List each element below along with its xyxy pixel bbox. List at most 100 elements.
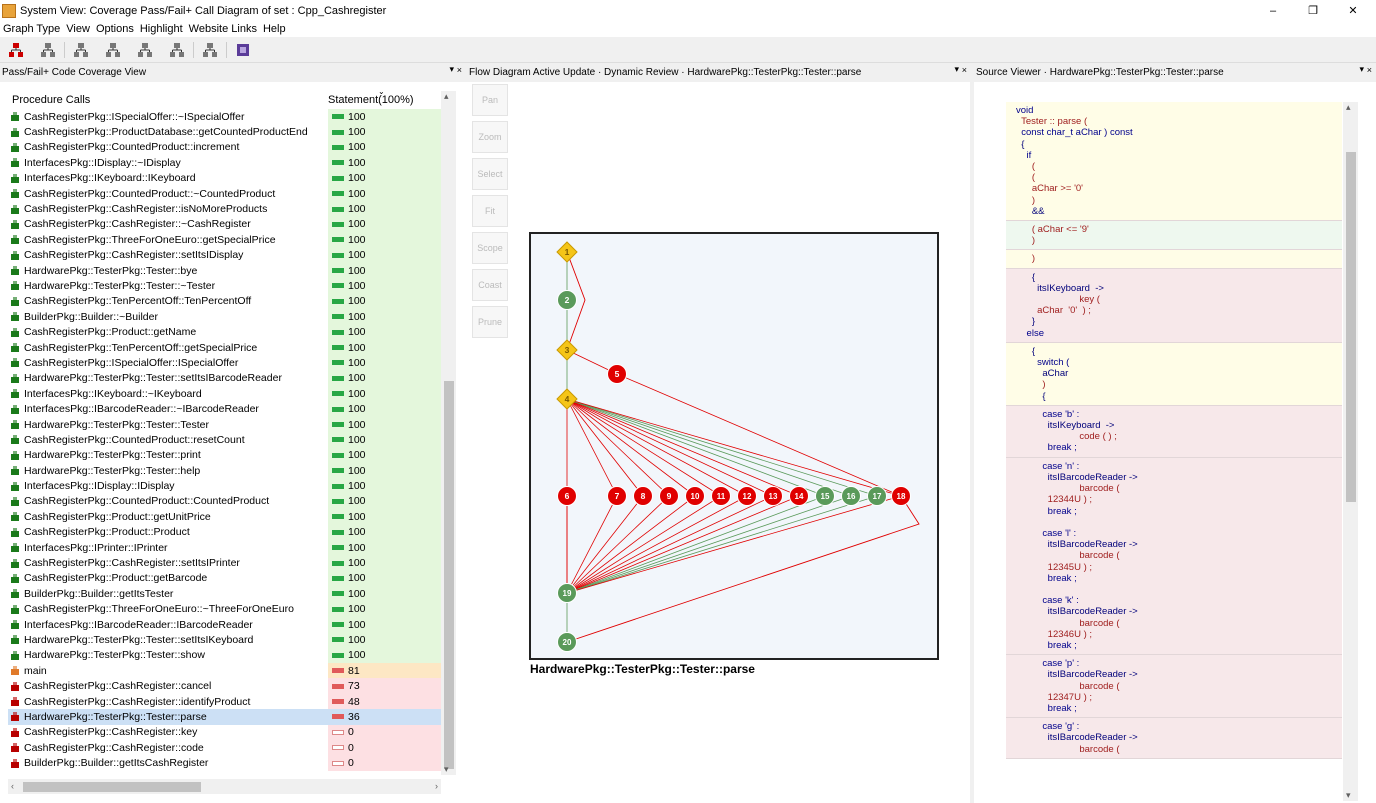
close-icon[interactable]: × <box>1366 65 1372 75</box>
graph-node[interactable]: 16 <box>841 486 861 506</box>
graph-node[interactable]: 6 <box>557 486 577 506</box>
scroll-up-icon[interactable]: ▴ <box>444 91 449 101</box>
pin-icon[interactable]: ▾ <box>1359 64 1364 74</box>
scroll-up-icon[interactable]: ▴ <box>1346 102 1351 112</box>
table-row[interactable]: CashRegisterPkg::CountedProduct::increme… <box>8 139 441 156</box>
scroll-thumb[interactable] <box>1346 152 1356 502</box>
table-row[interactable]: CashRegisterPkg::CountedProduct::Counted… <box>8 493 441 510</box>
graph-node[interactable]: 1 <box>556 241 578 263</box>
menu-help[interactable]: Help <box>262 23 286 35</box>
tree-expand-icon[interactable] <box>73 42 89 58</box>
tree-caller-icon[interactable] <box>137 42 153 58</box>
graph-node[interactable]: 5 <box>607 364 627 384</box>
table-row[interactable]: CashRegisterPkg::ThreeForOneEuro::~Three… <box>8 601 441 617</box>
prune-button[interactable]: Prune <box>472 306 508 338</box>
vertical-scrollbar[interactable]: ▴ ▾ <box>441 91 456 775</box>
col-procedure-calls[interactable]: Procedure Calls <box>12 94 91 106</box>
source-scrollbar[interactable]: ▴ ▾ <box>1343 102 1358 801</box>
close-icon[interactable]: × <box>961 65 967 75</box>
menu-highlight[interactable]: Highlight <box>139 23 183 35</box>
graph-node[interactable]: 17 <box>867 486 887 506</box>
pin-icon[interactable]: ▾ <box>954 64 959 74</box>
coast-button[interactable]: Coast <box>472 269 508 301</box>
table-row[interactable]: CashRegisterPkg::CountedProduct::resetCo… <box>8 432 441 448</box>
graph-node[interactable]: 18 <box>891 486 911 506</box>
scroll-down-icon[interactable]: ▾ <box>1346 790 1351 800</box>
table-row[interactable]: CashRegisterPkg::CashRegister::isNoMoreP… <box>8 201 441 217</box>
table-row[interactable]: CashRegisterPkg::TenPercentOff::getSpeci… <box>8 339 441 356</box>
graph-node[interactable]: 12 <box>737 486 757 506</box>
table-row[interactable]: CashRegisterPkg::CashRegister::setItsIPr… <box>8 555 441 571</box>
table-row[interactable]: InterfacesPkg::IBarcodeReader::~IBarcode… <box>8 401 441 417</box>
fit-button[interactable]: Fit <box>472 195 508 227</box>
table-row[interactable]: CashRegisterPkg::CashRegister::identifyP… <box>8 693 441 710</box>
graph-node[interactable]: 15 <box>815 486 835 506</box>
table-row[interactable]: CashRegisterPkg::ThreeForOneEuro::getSpe… <box>8 232 441 248</box>
table-row[interactable]: CashRegisterPkg::CashRegister::~CashRegi… <box>8 216 441 233</box>
table-row[interactable]: CashRegisterPkg::ProductDatabase::getCou… <box>8 124 441 140</box>
scope-button[interactable]: Scope <box>472 232 508 264</box>
minimize-button[interactable]: ‒ <box>1269 4 1277 17</box>
graph-node[interactable]: 9 <box>659 486 679 506</box>
menu-website-links[interactable]: Website Links <box>188 23 257 35</box>
graph-node[interactable]: 2 <box>557 290 577 310</box>
graph-node[interactable]: 19 <box>557 583 577 603</box>
graph-node[interactable]: 4 <box>556 388 578 410</box>
zoom-button[interactable]: Zoom <box>472 121 508 153</box>
select-button[interactable]: Select <box>472 158 508 190</box>
tree-collapse-icon[interactable] <box>105 42 121 58</box>
tree-scope-icon[interactable] <box>202 42 218 58</box>
scroll-down-icon[interactable]: ▾ <box>444 764 449 774</box>
table-row[interactable]: CashRegisterPkg::CashRegister::setItsIDi… <box>8 247 441 263</box>
table-row[interactable]: CashRegisterPkg::ISpecialOffer::~ISpecia… <box>8 109 441 125</box>
col-statement[interactable]: ⌄ Statement(100%) <box>328 91 441 106</box>
table-row[interactable]: CashRegisterPkg::TenPercentOff::TenPerce… <box>8 293 441 310</box>
horizontal-scrollbar[interactable]: ‹ › <box>8 779 441 794</box>
restore-button[interactable]: ❐ <box>1308 5 1318 17</box>
scroll-right-icon[interactable]: › <box>435 781 438 791</box>
graph-node[interactable]: 7 <box>607 486 627 506</box>
menu-graph-type[interactable]: Graph Type <box>3 23 61 35</box>
table-row[interactable]: HardwarePkg::TesterPkg::Tester::setItsIK… <box>8 632 441 648</box>
graph-node[interactable]: 8 <box>633 486 653 506</box>
tree-red-icon[interactable] <box>8 42 24 58</box>
table-row[interactable]: HardwarePkg::TesterPkg::Tester::setItsIB… <box>8 370 441 387</box>
graph-node[interactable]: 11 <box>711 486 731 506</box>
menu-options[interactable]: Options <box>95 23 134 35</box>
chip-icon[interactable] <box>235 42 251 58</box>
pin-icon[interactable]: ▾ <box>449 64 454 74</box>
table-row[interactable]: InterfacesPkg::IBarcodeReader::IBarcodeR… <box>8 616 441 633</box>
graph-node[interactable]: 20 <box>557 632 577 652</box>
graph-node[interactable]: 10 <box>685 486 705 506</box>
close-icon[interactable]: × <box>456 65 462 75</box>
graph-node[interactable]: 3 <box>556 339 578 361</box>
table-row[interactable]: CashRegisterPkg::CountedProduct::~Counte… <box>8 185 441 202</box>
graph-node[interactable]: 13 <box>763 486 783 506</box>
graph-node[interactable]: 14 <box>789 486 809 506</box>
pan-button[interactable]: Pan <box>472 84 508 116</box>
tree-callee-icon[interactable] <box>169 42 185 58</box>
